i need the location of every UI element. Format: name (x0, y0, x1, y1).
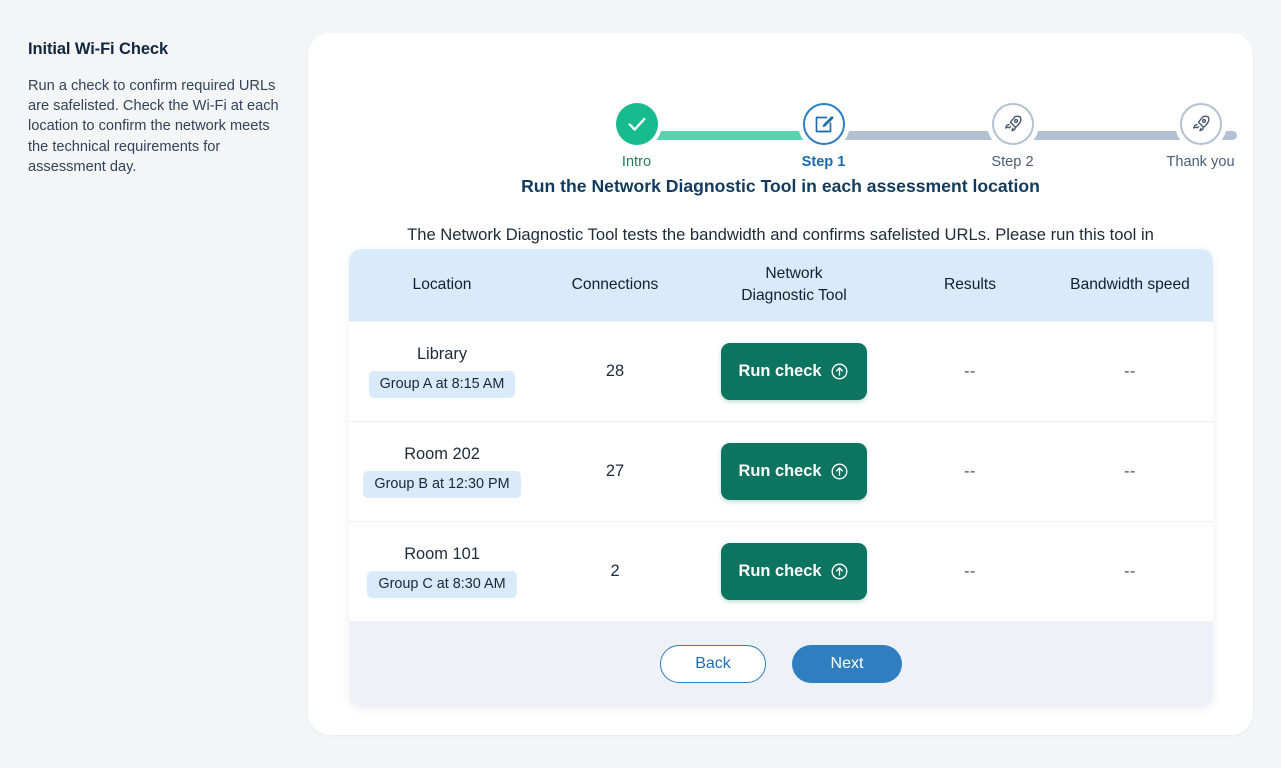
column-header-tool: Network Diagnostic Tool (695, 263, 893, 307)
table-row: Library Group A at 8:15 AM 28 Run check … (349, 321, 1213, 421)
stepper-track-completed (636, 131, 845, 140)
sidebar-title: Initial Wi-Fi Check (28, 40, 169, 58)
run-check-button[interactable]: Run check (720, 543, 868, 600)
wizard-footer: Back Next (349, 621, 1213, 707)
cell-connections: 28 (605, 362, 625, 380)
page-title: Run the Network Diagnostic Tool in each … (521, 176, 1040, 196)
cell-bandwidth: -- (1124, 462, 1136, 480)
column-header-tool-line2: Diagnostic Tool (741, 287, 847, 304)
stepper-node-intro (615, 103, 658, 145)
cell-location: Library Group A at 8:15 AM (349, 345, 535, 398)
cell-bandwidth: -- (1124, 562, 1136, 580)
stepper-node-step-1 (802, 103, 845, 145)
stepper-step-thank-you[interactable]: Thank you (1141, 103, 1261, 170)
cell-bandwidth: -- (1124, 362, 1136, 380)
location-schedule-badge: Group C at 8:30 AM (367, 571, 517, 598)
location-name: Room 101 (404, 545, 480, 563)
table-row: Room 202 Group B at 12:30 PM 27 Run chec… (349, 421, 1213, 521)
column-header-results: Results (944, 276, 996, 293)
table-header-row: Location Connections Network Diagnostic … (349, 249, 1213, 321)
run-check-label: Run check (738, 362, 822, 380)
run-check-button[interactable]: Run check (720, 443, 868, 500)
stepper-label-step-1: Step 1 (801, 154, 846, 170)
stepper-label-intro: Intro (621, 154, 652, 170)
location-name: Library (416, 345, 468, 363)
stepper-step-1[interactable]: Step 1 (764, 103, 884, 170)
back-button[interactable]: Back (660, 645, 766, 683)
cell-results: -- (964, 362, 976, 380)
cell-tool: Run check (695, 343, 893, 400)
column-header-tool-line1: Network (765, 265, 823, 282)
cell-results: -- (964, 562, 976, 580)
stepper-track-pending-1 (828, 131, 1041, 140)
stepper-node-step-2 (991, 103, 1034, 145)
table-row: Room 101 Group C at 8:30 AM 2 Run check … (349, 521, 1213, 621)
stepper-node-thank-you (1179, 103, 1222, 145)
run-check-label: Run check (738, 462, 822, 480)
rocket-icon (1191, 114, 1211, 134)
arrow-up-circle-icon (830, 562, 849, 581)
stepper-track-pending-2 (1028, 131, 1237, 140)
cell-tool: Run check (695, 543, 893, 600)
run-check-button[interactable]: Run check (720, 343, 868, 400)
next-button[interactable]: Next (792, 645, 902, 683)
cell-location: Room 202 Group B at 12:30 PM (349, 445, 535, 498)
cell-results: -- (964, 462, 976, 480)
column-header-location: Location (412, 276, 472, 293)
edit-square-icon (813, 114, 834, 135)
sidebar-description: Run a check to confirm required URLs are… (28, 78, 279, 175)
cell-connections: 2 (610, 562, 620, 580)
rocket-icon (1003, 114, 1023, 134)
column-header-bandwidth: Bandwidth speed (1070, 276, 1190, 293)
cell-connections: 27 (605, 462, 625, 480)
arrow-up-circle-icon (830, 362, 849, 381)
stepper-label-thank-you: Thank you (1166, 154, 1235, 170)
check-icon (626, 113, 648, 135)
stepper-step-2[interactable]: Step 2 (953, 103, 1073, 170)
stepper-step-intro[interactable]: Intro (577, 103, 697, 170)
cell-location: Room 101 Group C at 8:30 AM (349, 545, 535, 598)
location-schedule-badge: Group A at 8:15 AM (368, 371, 516, 398)
column-header-connections: Connections (571, 276, 659, 293)
progress-stepper: Intro Step 1 (451, 60, 1237, 170)
cell-tool: Run check (695, 443, 893, 500)
arrow-up-circle-icon (830, 462, 849, 481)
locations-table: Location Connections Network Diagnostic … (349, 249, 1213, 707)
stepper-label-step-2: Step 2 (991, 154, 1034, 170)
run-check-label: Run check (738, 562, 822, 580)
location-name: Room 202 (404, 445, 480, 463)
location-schedule-badge: Group B at 12:30 PM (363, 471, 521, 498)
sidebar: Initial Wi-Fi Check Run a check to confi… (0, 0, 309, 768)
main-card: Intro Step 1 (308, 33, 1253, 735)
